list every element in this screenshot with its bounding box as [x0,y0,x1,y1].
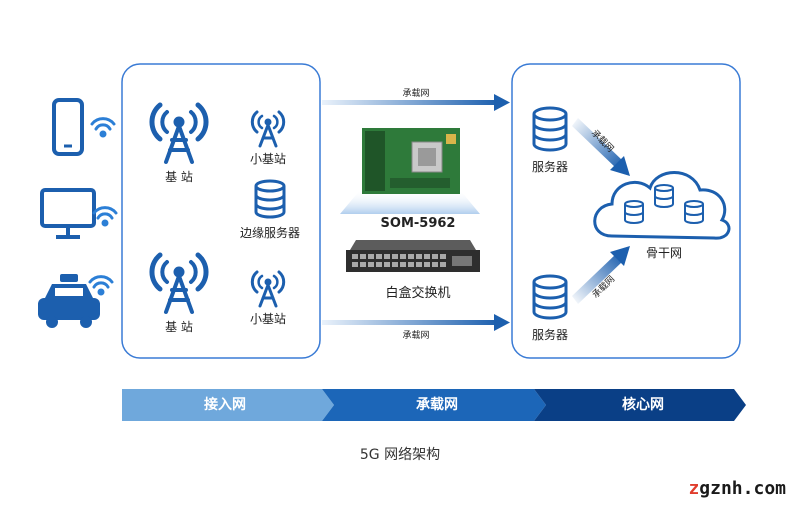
wifi-icon [90,117,116,138]
wifi-icon [88,275,114,296]
backbone-label: 骨干网 [645,246,683,260]
module-label: SOM-5962 [380,216,456,231]
bearer-label-top: 承载网 [402,89,430,99]
base-station-icon [149,252,209,314]
band-label-core: 核心网 [622,397,664,413]
small-cell-icon [250,110,286,148]
band-label-bearer: 承载网 [416,397,458,413]
band-segment-core [534,389,746,421]
band-segment-bearer [322,389,546,421]
backbone-cloud-icon [593,171,731,240]
database-icon [532,274,568,320]
server-label: 服务器 [531,160,569,174]
small-cell-label: 小基站 [249,152,287,166]
edge-server-label: 边缘服务器 [239,226,301,240]
base-station-label: 基 站 [165,170,193,184]
white-box-switch [346,240,480,272]
small-cell-label: 小基站 [249,312,287,326]
phone-icon [52,98,84,156]
bearer-arrow-bottom [322,314,510,331]
bearer-arrow-top [322,94,510,111]
access-panel [121,63,321,359]
band-label-access: 接入网 [204,397,246,413]
bearer-arrow-diag-top [572,118,630,176]
network-segment-band [122,389,746,421]
database-icon [532,106,568,152]
som-module-board [340,128,480,214]
database-icon [254,179,286,219]
base-station-icon [149,102,209,164]
watermark: zgznh.com [688,478,786,499]
switch-label: 白盒交换机 [385,286,451,301]
wifi-icon [92,206,118,227]
bearer-label-bottom: 承载网 [402,331,430,341]
diagram-caption: 5G 网络架构 [359,447,441,463]
car-icon [38,274,100,328]
server-label: 服务器 [531,328,569,342]
band-segment-access [122,389,334,421]
base-station-label: 基 站 [165,320,193,334]
monitor-icon [40,188,96,239]
small-cell-icon [250,270,286,308]
bearer-arrow-diag-bottom [572,246,630,304]
